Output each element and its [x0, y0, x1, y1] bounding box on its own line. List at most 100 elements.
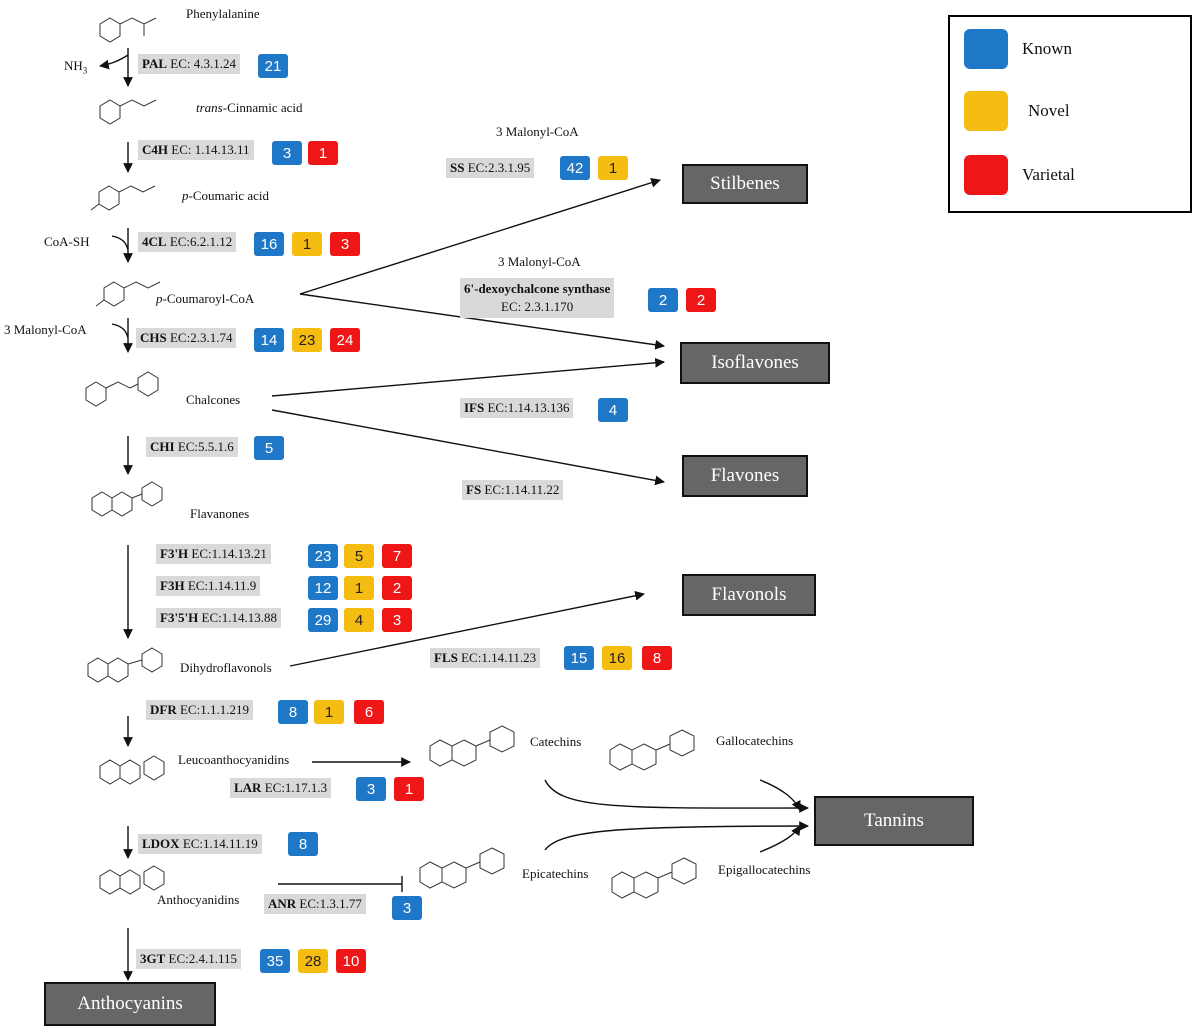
arrow-chalcones-flavones [271, 409, 665, 486]
badge-anr-known: 3 [392, 896, 422, 920]
badge-dfr-varietal: 6 [354, 700, 384, 724]
enzyme-f3h: F3H EC:1.14.11.9 [156, 576, 261, 596]
badge-f3ph-known: 23 [308, 544, 338, 568]
enzyme-4cl-ec: EC:6.2.1.12 [169, 234, 233, 249]
enzyme-ss-ec: EC:2.3.1.95 [467, 160, 531, 175]
chalcone-structure [85, 371, 159, 407]
enzyme-c4h: C4H EC: 1.14.13.11 [138, 140, 254, 160]
enzyme-lar-ec: EC:1.17.1.3 [264, 780, 328, 795]
label-dihydroflavonols: Dihydroflavonols [180, 660, 272, 675]
product-anthocyanins: Anthocyanins [44, 982, 216, 1026]
label-malonyl-ss: 3 Malonyl-CoA [496, 124, 579, 139]
badge-4cl-varietal: 3 [330, 232, 360, 256]
badge-f3ph-varietal: 7 [382, 544, 412, 568]
nh3-release-curve [99, 54, 129, 70]
label-coumaric-rest: -Coumaric acid [188, 188, 270, 203]
leucoanthocyanidin-structure [99, 755, 165, 785]
label-malonyl-chs: 3 Malonyl-CoA [4, 322, 87, 337]
product-tannins: Tannins [814, 796, 974, 846]
badge-fls-varietal: 8 [642, 646, 672, 670]
enzyme-ss: SS EC:2.3.1.95 [446, 158, 535, 178]
enzyme-c4h-name: C4H [142, 142, 168, 157]
enzyme-chi-name: CHI [150, 439, 175, 454]
enzyme-f35h: F3'5'H EC:1.14.13.88 [156, 608, 282, 628]
label-coumaroyl-prefix: p [156, 291, 163, 306]
curve-epicatechins-tannins [544, 821, 809, 851]
cinnamic-structure [99, 99, 157, 125]
enzyme-chs-ec: EC:2.3.1.74 [169, 330, 233, 345]
enzyme-pal-ec: EC: 4.3.1.24 [170, 56, 237, 71]
label-nh3-sub: 3 [82, 65, 88, 76]
label-coumaric-prefix: p [182, 188, 189, 203]
badge-dfr-known: 8 [278, 700, 308, 724]
enzyme-anr-name: ANR [268, 896, 297, 911]
badge-chi-known: 5 [254, 436, 284, 460]
label-nh3: NH3 [64, 58, 87, 76]
curve-epigallo-tannins [759, 825, 801, 853]
enzyme-lar-name: LAR [234, 780, 262, 795]
arrow-to-stilbenes [299, 177, 661, 295]
enzyme-f35h-ec: EC:1.14.13.88 [201, 610, 278, 625]
enzyme-chs: CHS EC:2.3.1.74 [136, 328, 237, 348]
badge-f3h-varietal: 2 [382, 576, 412, 600]
enzyme-pal-name: PAL [142, 56, 168, 71]
badge-chs-varietal: 24 [330, 328, 360, 352]
label-epicatechins: Epicatechins [522, 866, 589, 881]
enzyme-fls-name: FLS [434, 650, 458, 665]
enzyme-fs: FS EC:1.14.11.22 [462, 480, 564, 500]
enzyme-f3ph: F3'H EC:1.14.13.21 [156, 544, 271, 564]
label-epigallocatechins: Epigallocatechins [718, 862, 811, 877]
enzyme-ldox-name: LDOX [142, 836, 180, 851]
product-flavonols: Flavonols [682, 574, 816, 616]
enzyme-ifs-name: IFS [464, 400, 485, 415]
coumaroyl-structure [95, 281, 161, 307]
enzyme-lar: LAR EC:1.17.1.3 [230, 778, 332, 798]
label-leucoanthocyanidins: Leucoanthocyanidins [178, 752, 290, 767]
legend-label-known: Known [1022, 39, 1073, 58]
badge-ss-known: 42 [560, 156, 590, 180]
anthocyanidin-structure [99, 865, 165, 895]
label-malonyl-dcs: 3 Malonyl-CoA [498, 254, 581, 269]
enzyme-4cl: 4CL EC:6.2.1.12 [138, 232, 237, 252]
badge-ss-novel: 1 [598, 156, 628, 180]
coa-sh-curve [111, 235, 129, 251]
label-phenylalanine: Phenylalanine [186, 6, 260, 21]
enzyme-chi: CHI EC:5.5.1.6 [146, 437, 238, 457]
badge-pal-known: 21 [258, 54, 288, 78]
label-chalcones: Chalcones [186, 392, 241, 407]
enzyme-3gt-ec: EC:2.4.1.115 [168, 951, 238, 966]
badge-f35h-novel: 4 [344, 608, 374, 632]
badge-c4h-varietal: 1 [308, 141, 338, 165]
product-isoflavones: Isoflavones [680, 342, 830, 384]
enzyme-f35h-name: F3'5'H [160, 610, 199, 625]
badge-ifs-known: 4 [598, 398, 628, 422]
catechin-structure [429, 725, 515, 767]
legend-swatch-novel [964, 91, 1008, 131]
epicatechin-structure [419, 847, 505, 889]
enzyme-ss-name: SS [450, 160, 465, 175]
gallocatechin-structure [609, 729, 695, 771]
flavanone-structure [91, 481, 163, 517]
badge-chs-novel: 23 [292, 328, 322, 352]
enzyme-dcs-name: 6'-dexoychalcone synthase [464, 281, 611, 296]
enzyme-f3ph-ec: EC:1.14.13.21 [191, 546, 267, 561]
label-coumaroyl-coa: p-Coumaroyl-CoA [156, 291, 254, 307]
badge-4cl-known: 16 [254, 232, 284, 256]
enzyme-pal: PAL EC: 4.3.1.24 [138, 54, 241, 74]
badge-dcs-known: 2 [648, 288, 678, 312]
badge-f35h-varietal: 3 [382, 608, 412, 632]
enzyme-4cl-name: 4CL [142, 234, 167, 249]
enzyme-3gt: 3GT EC:2.4.1.115 [136, 949, 242, 969]
label-gallocatechins: Gallocatechins [716, 733, 794, 748]
malonyl-curve [111, 323, 129, 339]
label-coumaric-acid: p-Coumaric acid [182, 188, 269, 204]
badge-lar-known: 3 [356, 777, 386, 801]
enzyme-dfr-ec: EC:1.1.1.219 [179, 702, 249, 717]
enzyme-ifs-ec: EC:1.14.13.136 [487, 400, 570, 415]
enzyme-fs-name: FS [466, 482, 482, 497]
enzyme-fs-ec: EC:1.14.11.22 [484, 482, 560, 497]
legend-label-novel: Novel [1028, 101, 1070, 120]
label-catechins: Catechins [530, 734, 582, 749]
